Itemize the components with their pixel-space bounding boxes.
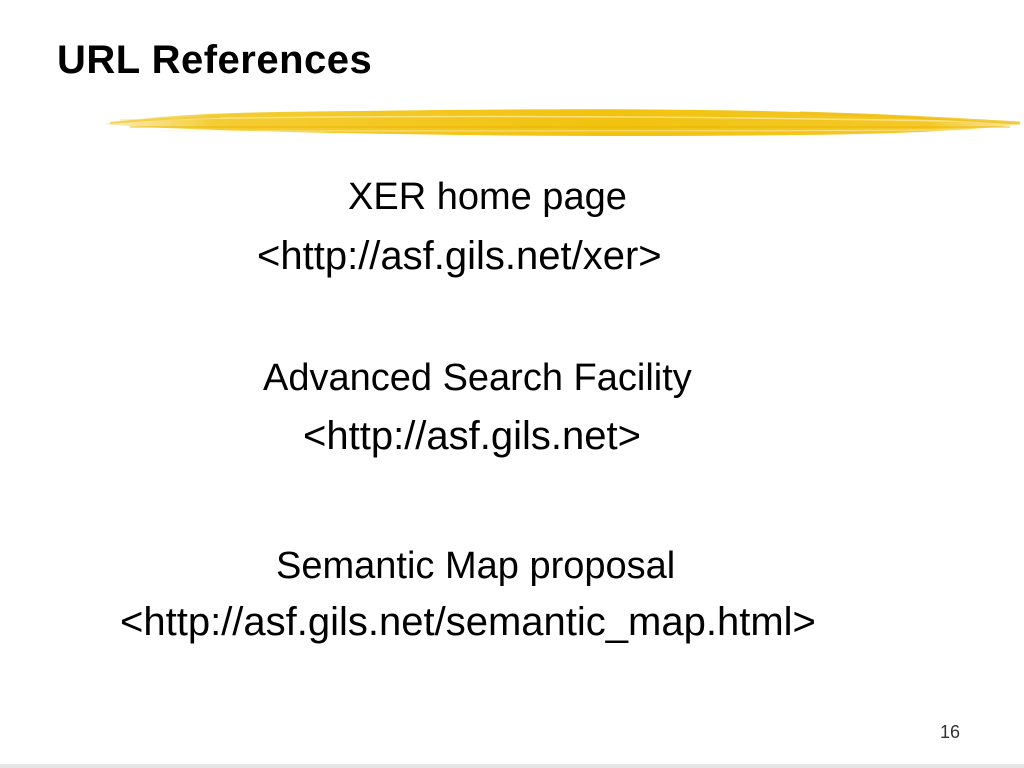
slide-title: URL References (57, 38, 373, 82)
entry-label-semantic-map: Semantic Map proposal (276, 545, 676, 587)
title-underline-brushstroke (104, 109, 1022, 137)
entry-url-xer[interactable]: <http://asf.gils.net/xer> (257, 234, 662, 278)
entry-label-xer: XER home page (348, 176, 627, 218)
entry-url-semantic-map[interactable]: <http://asf.gils.net/semantic_map.html> (120, 600, 816, 644)
entry-url-advanced-search[interactable]: <http://asf.gils.net> (303, 414, 641, 458)
page-number: 16 (939, 722, 960, 742)
bottom-divider (0, 764, 1024, 768)
entry-label-advanced-search: Advanced Search Facility (263, 357, 692, 399)
